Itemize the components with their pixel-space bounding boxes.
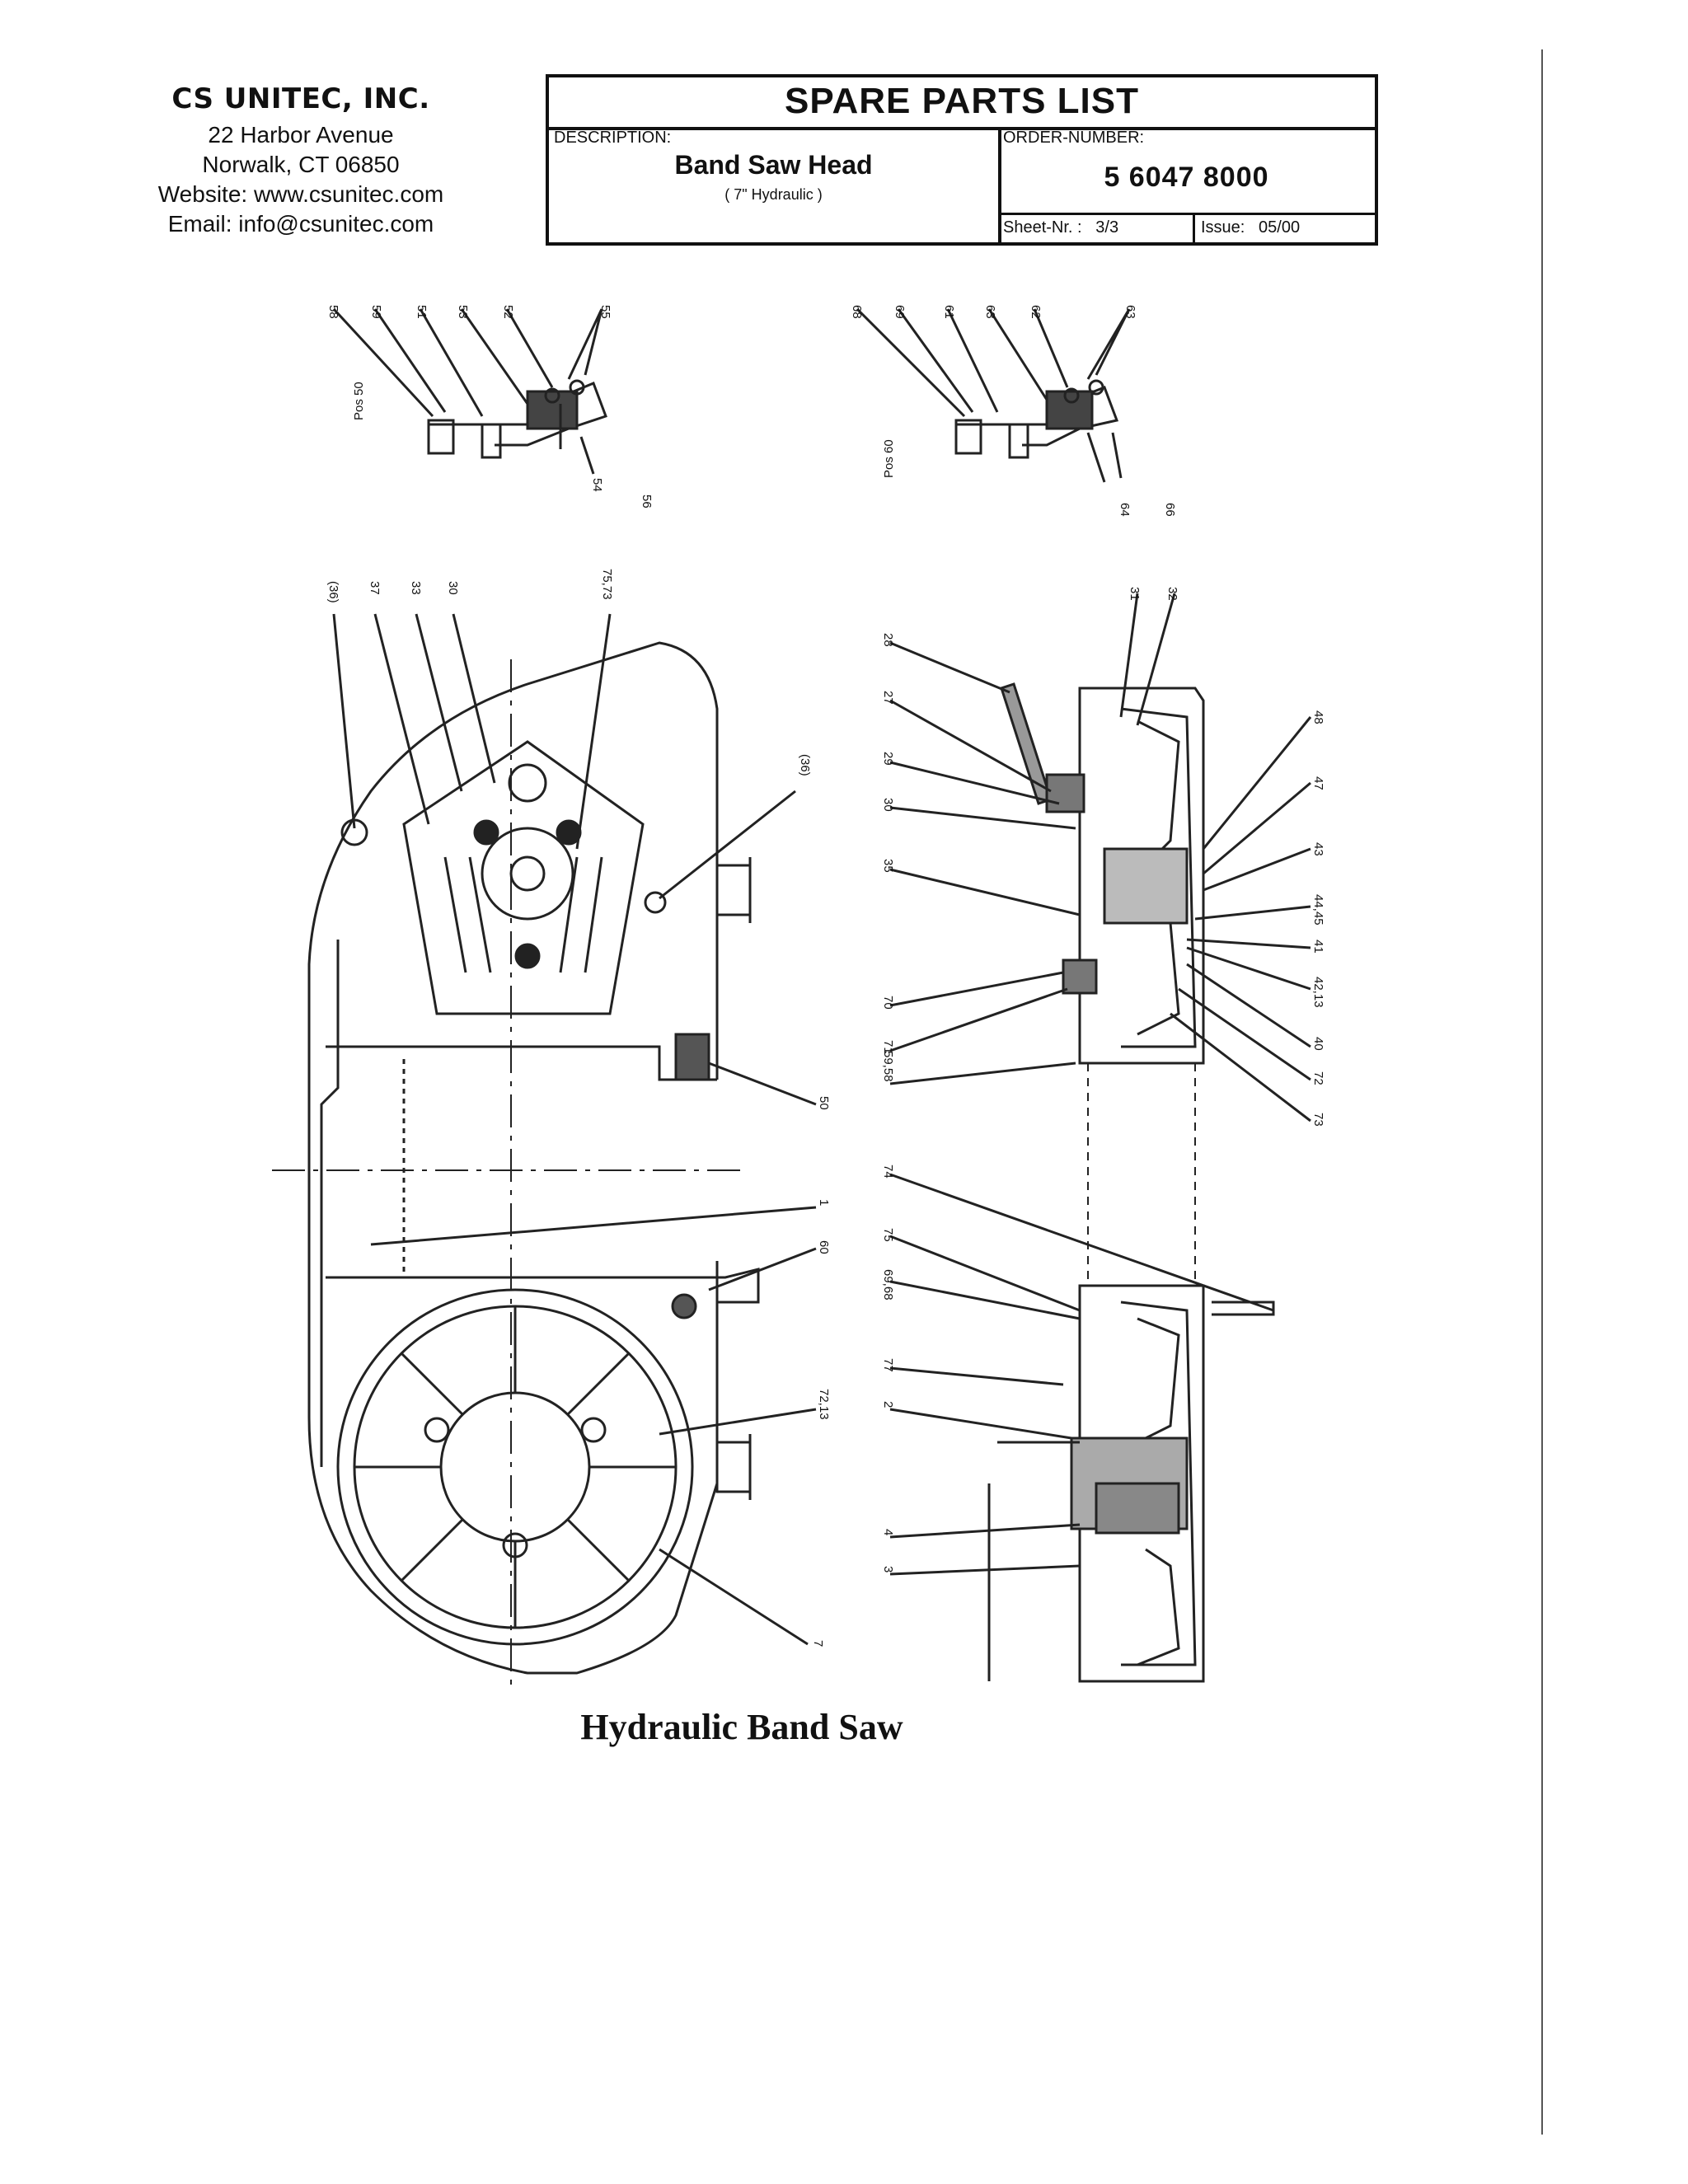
callout-label: 58: [326, 305, 340, 319]
callout-label: 71: [881, 1040, 895, 1054]
sheet-cell: Sheet-Nr. : 3/3: [1003, 214, 1195, 242]
callout-label: 64: [1118, 503, 1132, 517]
issue-value: 05/00: [1259, 218, 1301, 237]
callout-label: 61: [942, 305, 956, 319]
callout-label: 30: [446, 581, 460, 595]
callout-label: 55: [598, 305, 612, 319]
callout-label: 40: [1311, 1037, 1325, 1051]
order-number-cell: ORDER-NUMBER: 5 6047 8000: [998, 127, 1375, 215]
callout-label: (36): [326, 581, 340, 603]
callout-label: 41: [1311, 940, 1325, 954]
callout-label: 30: [881, 798, 895, 812]
callout-label: 70: [881, 996, 895, 1010]
callout-label: 52: [501, 305, 515, 319]
company-block: CS UNITEC, INC. 22 Harbor Avenue Norwalk…: [132, 82, 470, 239]
document-title: SPARE PARTS LIST: [549, 77, 1375, 130]
company-website: Website: www.csunitec.com: [157, 181, 444, 207]
callout-label: 77: [881, 1358, 895, 1372]
callout-label: 56: [640, 494, 654, 509]
callout-label: 31: [1128, 587, 1142, 601]
sheet-value: 3/3: [1095, 218, 1119, 237]
issue-cell: Issue: 05/00: [1201, 214, 1375, 242]
callout-label: 72: [1311, 1071, 1325, 1085]
callout-label: 73: [1311, 1113, 1325, 1127]
callout-label: 44,45: [1311, 894, 1325, 926]
callout-label: 72,13: [817, 1389, 831, 1420]
company-email: Email: info@csunitec.com: [167, 211, 434, 237]
callout-label: 27: [881, 691, 895, 705]
order-number-value: 5 6047 8000: [1104, 162, 1269, 193]
callout-label: 32: [1165, 587, 1179, 601]
callout-labels: 58 59 51 53 52 55 Pos 50 54 56 68 69 61 …: [326, 305, 1325, 1647]
callout-label: 59: [369, 305, 383, 319]
page-edge-line: [1541, 49, 1543, 2135]
callout-label: 37: [368, 581, 382, 595]
callout-label: 47: [1311, 776, 1325, 790]
callout-label: 50: [817, 1096, 831, 1110]
order-number-label: ORDER-NUMBER:: [1003, 129, 1145, 147]
company-name: CS UNITEC, INC.: [171, 82, 430, 115]
description-value: Band Saw Head: [674, 150, 873, 180]
callout-label: 29: [881, 752, 895, 766]
callout-label: Pos 60: [882, 439, 896, 478]
front-view: [272, 613, 817, 1690]
callout-label: 63: [1123, 305, 1137, 319]
issue-label: Issue:: [1201, 218, 1245, 237]
callout-label: 33: [409, 581, 423, 595]
callout-label: 63: [983, 305, 997, 319]
callout-label: 62: [1029, 305, 1043, 319]
callout-label: 75,73: [600, 569, 614, 600]
company-address-2: Norwalk, CT 06850: [202, 152, 400, 177]
callout-label: 59,58: [881, 1051, 895, 1082]
callout-label: 28: [881, 633, 895, 647]
callout-label: 75: [881, 1228, 895, 1242]
callout-label: 3: [881, 1566, 895, 1572]
callout-label: 2: [881, 1401, 895, 1408]
drawing-lines: [272, 307, 1312, 1690]
callout-label: 48: [1311, 710, 1325, 724]
description-cell: DESCRIPTION: Band Saw Head ( 7" Hydrauli…: [549, 127, 1001, 242]
callout-label: 51: [415, 305, 429, 319]
callout-label: 35: [881, 859, 895, 873]
callout-label: 66: [1163, 503, 1177, 517]
callout-label: 4: [881, 1529, 895, 1535]
callout-label: 43: [1311, 842, 1325, 856]
company-address-1: 22 Harbor Avenue: [208, 122, 394, 148]
description-sub: ( 7" Hydraulic ): [724, 186, 823, 203]
callout-label: 7: [811, 1640, 825, 1647]
callout-label: 42,13: [1311, 977, 1325, 1008]
callout-label: 1: [817, 1199, 831, 1206]
callout-label: 68: [850, 305, 864, 319]
sheet-label: Sheet-Nr. :: [1003, 218, 1082, 237]
side-view: [889, 593, 1312, 1683]
callout-label: 54: [590, 478, 604, 492]
detail-pos-50: [332, 307, 607, 475]
callout-label: 53: [456, 305, 470, 319]
callout-label: (36): [798, 754, 812, 776]
description-label: DESCRIPTION:: [554, 129, 672, 147]
drawing-caption: Hydraulic Band Saw: [580, 1707, 903, 1747]
callout-label: 69: [893, 305, 907, 319]
sheet-issue-row: Sheet-Nr. : 3/3 Issue: 05/00: [998, 214, 1375, 242]
detail-pos-60: [856, 307, 1131, 483]
callout-label: 69,68: [881, 1269, 895, 1301]
callout-label: 74: [881, 1165, 895, 1179]
callout-label: Pos 50: [352, 382, 366, 420]
title-block: SPARE PARTS LIST DESCRIPTION: Band Saw H…: [546, 74, 1378, 246]
callout-label: 60: [817, 1240, 831, 1254]
